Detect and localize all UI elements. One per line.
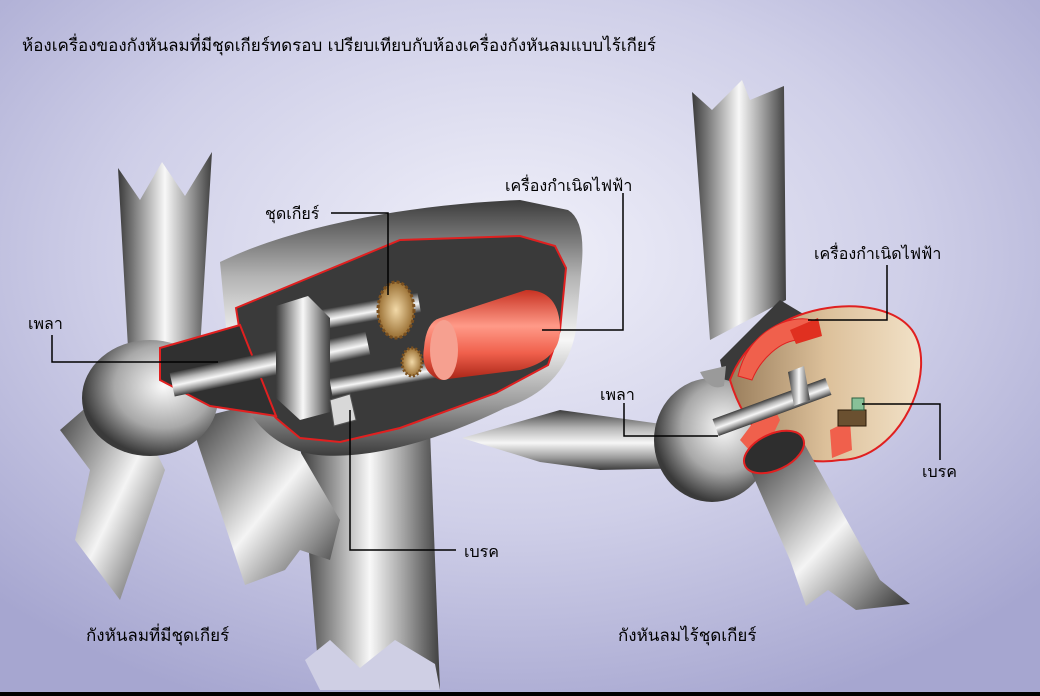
leader-right-shaft xyxy=(623,403,718,437)
right-generator-stator xyxy=(790,318,822,344)
caption-left: กังหันลมที่มีชุดเกียร์ xyxy=(86,626,230,646)
left-tower xyxy=(300,430,440,690)
caption-right: กังหันลมไร้ชุดเกียร์ xyxy=(618,626,757,646)
label-right-shaft: เพลา xyxy=(600,385,635,404)
right-blade-top xyxy=(692,80,786,340)
left-generator-face xyxy=(430,320,458,380)
label-left-brake: เบรค xyxy=(464,542,499,561)
leader-left-generator xyxy=(542,193,624,331)
leader-left-gearbox xyxy=(331,212,389,295)
left-gear-large xyxy=(376,280,416,340)
label-right-brake: เบรค xyxy=(922,462,957,481)
gearless-turbine xyxy=(462,80,923,610)
geared-turbine xyxy=(60,152,583,690)
left-blade-lower-right xyxy=(190,400,340,585)
label-left-shaft: เพลา xyxy=(28,314,63,333)
left-gear-small xyxy=(400,346,424,378)
right-blade-lower xyxy=(746,436,910,610)
leader-lines xyxy=(51,193,941,551)
leader-left-brake xyxy=(349,410,456,551)
leader-right-brake xyxy=(862,403,941,460)
label-right-generator: เครื่องกำเนิดไฟฟ้า xyxy=(814,244,942,263)
left-blade-top xyxy=(118,152,212,350)
label-left-generator: เครื่องกำเนิดไฟฟ้า xyxy=(505,176,633,195)
left-bearing-plate xyxy=(276,296,330,420)
leader-right-generator xyxy=(808,265,888,321)
leader-left-shaft xyxy=(51,335,218,363)
page-title: ห้องเครื่องของกังหันลมที่มีชุดเกียร์ทดรอ… xyxy=(22,36,657,56)
right-blade-left xyxy=(462,410,700,470)
label-left-gearbox: ชุดเกียร์ xyxy=(265,204,320,223)
right-brake-block xyxy=(837,409,867,427)
